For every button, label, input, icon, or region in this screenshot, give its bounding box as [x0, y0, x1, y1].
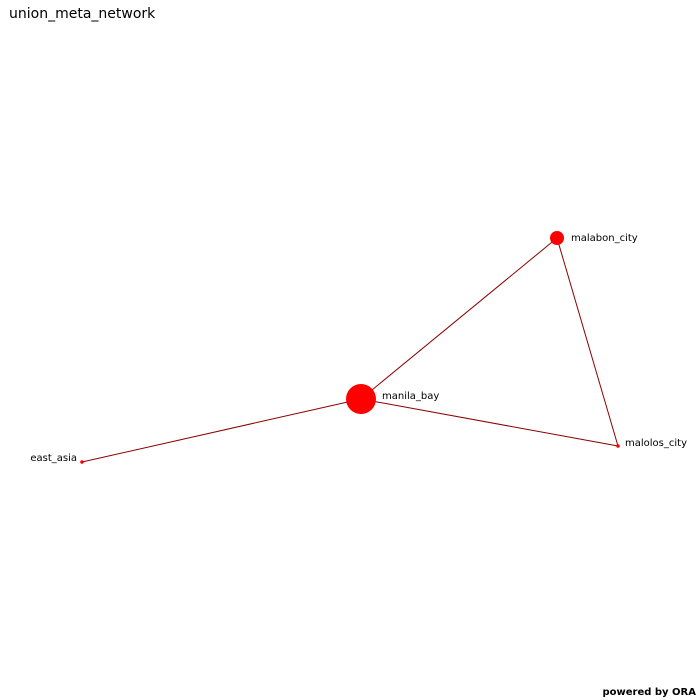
- node-label-malabon_city: malabon_city: [571, 233, 638, 244]
- edge-malabon_city-malolos_city: [556, 237, 619, 447]
- nodes-layer: [80, 231, 620, 464]
- node-malabon_city[interactable]: [550, 231, 564, 245]
- edges-layer: [81, 237, 619, 463]
- node-label-malolos_city: malolos_city: [625, 438, 687, 449]
- edge-manila_bay-malabon_city: [360, 237, 558, 400]
- node-malolos_city[interactable]: [616, 444, 620, 448]
- node-manila_bay[interactable]: [346, 384, 376, 414]
- node-label-manila_bay: manila_bay: [382, 391, 439, 402]
- labels-layer: malabon_city manila_bay malolos_city east_a…: [30, 233, 687, 464]
- graph-title: union_meta_network: [9, 6, 156, 22]
- node-east_asia[interactable]: [80, 460, 84, 464]
- edge-manila_bay-malolos_city: [360, 398, 619, 447]
- node-label-east_asia: east_asia: [30, 453, 77, 464]
- powered-by-credit: powered by ORA: [602, 687, 696, 698]
- edge-manila_bay-east_asia: [81, 398, 362, 463]
